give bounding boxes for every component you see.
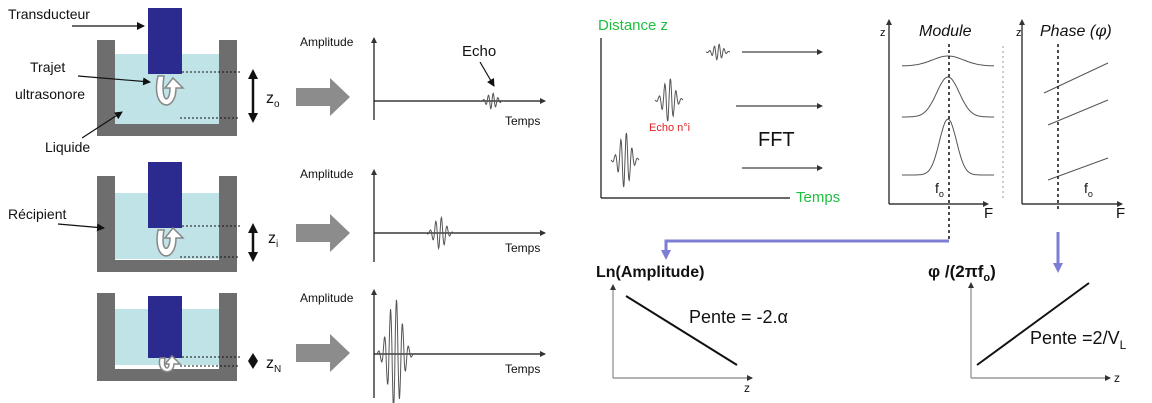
z-axis-label: z <box>1114 371 1120 385</box>
phase-title: Phase (φ) <box>1040 21 1112 40</box>
ln-amplitude-plot: Ln(Amplitude) z Pente = -2.α <box>596 264 788 395</box>
fft-label: FFT <box>758 129 795 151</box>
big-arrow-icon <box>296 78 350 116</box>
transducer-label: Transducteur <box>8 6 90 22</box>
connector-arrows <box>661 232 1063 273</box>
path-label-2: ultrasonore <box>15 86 85 102</box>
container-2: zi <box>97 162 278 272</box>
spectrum-curve <box>902 118 994 176</box>
time-label: Temps <box>796 189 840 206</box>
echo-wave <box>705 43 731 61</box>
echo-wave <box>610 132 640 188</box>
signal-plot-1: Amplitude Temps Echo <box>300 35 546 128</box>
ln-amplitude-title: Ln(Amplitude) <box>596 264 704 281</box>
phase-ratio-title: φ /(2πfo) <box>928 262 996 284</box>
echo-wave <box>479 92 505 110</box>
slope-ln-label: Pente = -2.α <box>689 307 788 327</box>
f0-label: fo <box>1084 180 1093 199</box>
z-axis-label: z <box>880 27 886 39</box>
fft-panel: Distance z Temps Echo n°i FFT <box>598 17 840 206</box>
decay-line <box>625 295 738 366</box>
phase-plot: Phase (φ) z F fo <box>1016 19 1125 222</box>
spectrum-curve <box>902 76 994 118</box>
slope-phase-label: Pente =2/VL <box>1030 328 1127 352</box>
big-arrow-icon <box>296 214 350 252</box>
amplitude-label: Amplitude <box>300 291 354 305</box>
z-axis-label: z <box>1016 27 1022 39</box>
container-1: zo <box>97 8 280 136</box>
big-arrow-icon <box>296 334 350 372</box>
distance-z-label: Distance z <box>598 17 668 34</box>
echo-n-label: Echo n°i <box>649 122 690 134</box>
transducer <box>148 162 182 228</box>
transducer <box>148 8 182 74</box>
signal-plot-2: Amplitude Temps <box>300 167 546 262</box>
amplitude-label: Amplitude <box>300 35 354 49</box>
f-axis-label: F <box>1116 205 1125 222</box>
container-3: zN <box>97 293 281 381</box>
distance-zN: zN <box>266 355 281 375</box>
liquid-label: Liquide <box>45 139 90 155</box>
phase-line <box>976 282 1090 366</box>
signal-plot-3: Amplitude Temps <box>300 289 546 403</box>
time-label: Temps <box>505 114 540 128</box>
module-title: Module <box>919 23 972 40</box>
time-label: Temps <box>505 362 540 376</box>
echo-wave <box>654 78 684 122</box>
transducer <box>148 296 182 358</box>
amplitude-label: Amplitude <box>300 167 354 181</box>
distance-zo: zo <box>266 90 280 110</box>
f0-label: fo <box>935 180 944 199</box>
distance-zi: zi <box>268 230 278 250</box>
z-axis-label: z <box>744 381 750 395</box>
echo-label: Echo <box>462 43 496 60</box>
f-axis-label: F <box>984 205 993 222</box>
container-label: Récipient <box>8 206 66 222</box>
echo-wave <box>425 215 455 251</box>
spectrum-curve <box>901 55 995 67</box>
ultrasound-path-arrow <box>155 75 185 106</box>
module-plot: Module z F fo <box>880 19 1004 240</box>
echo-wave <box>376 299 414 403</box>
path-label-1: Trajet <box>30 59 65 75</box>
time-label: Temps <box>505 241 540 255</box>
phase-ratio-plot: φ /(2πfo) z Pente =2/VL <box>928 262 1127 385</box>
